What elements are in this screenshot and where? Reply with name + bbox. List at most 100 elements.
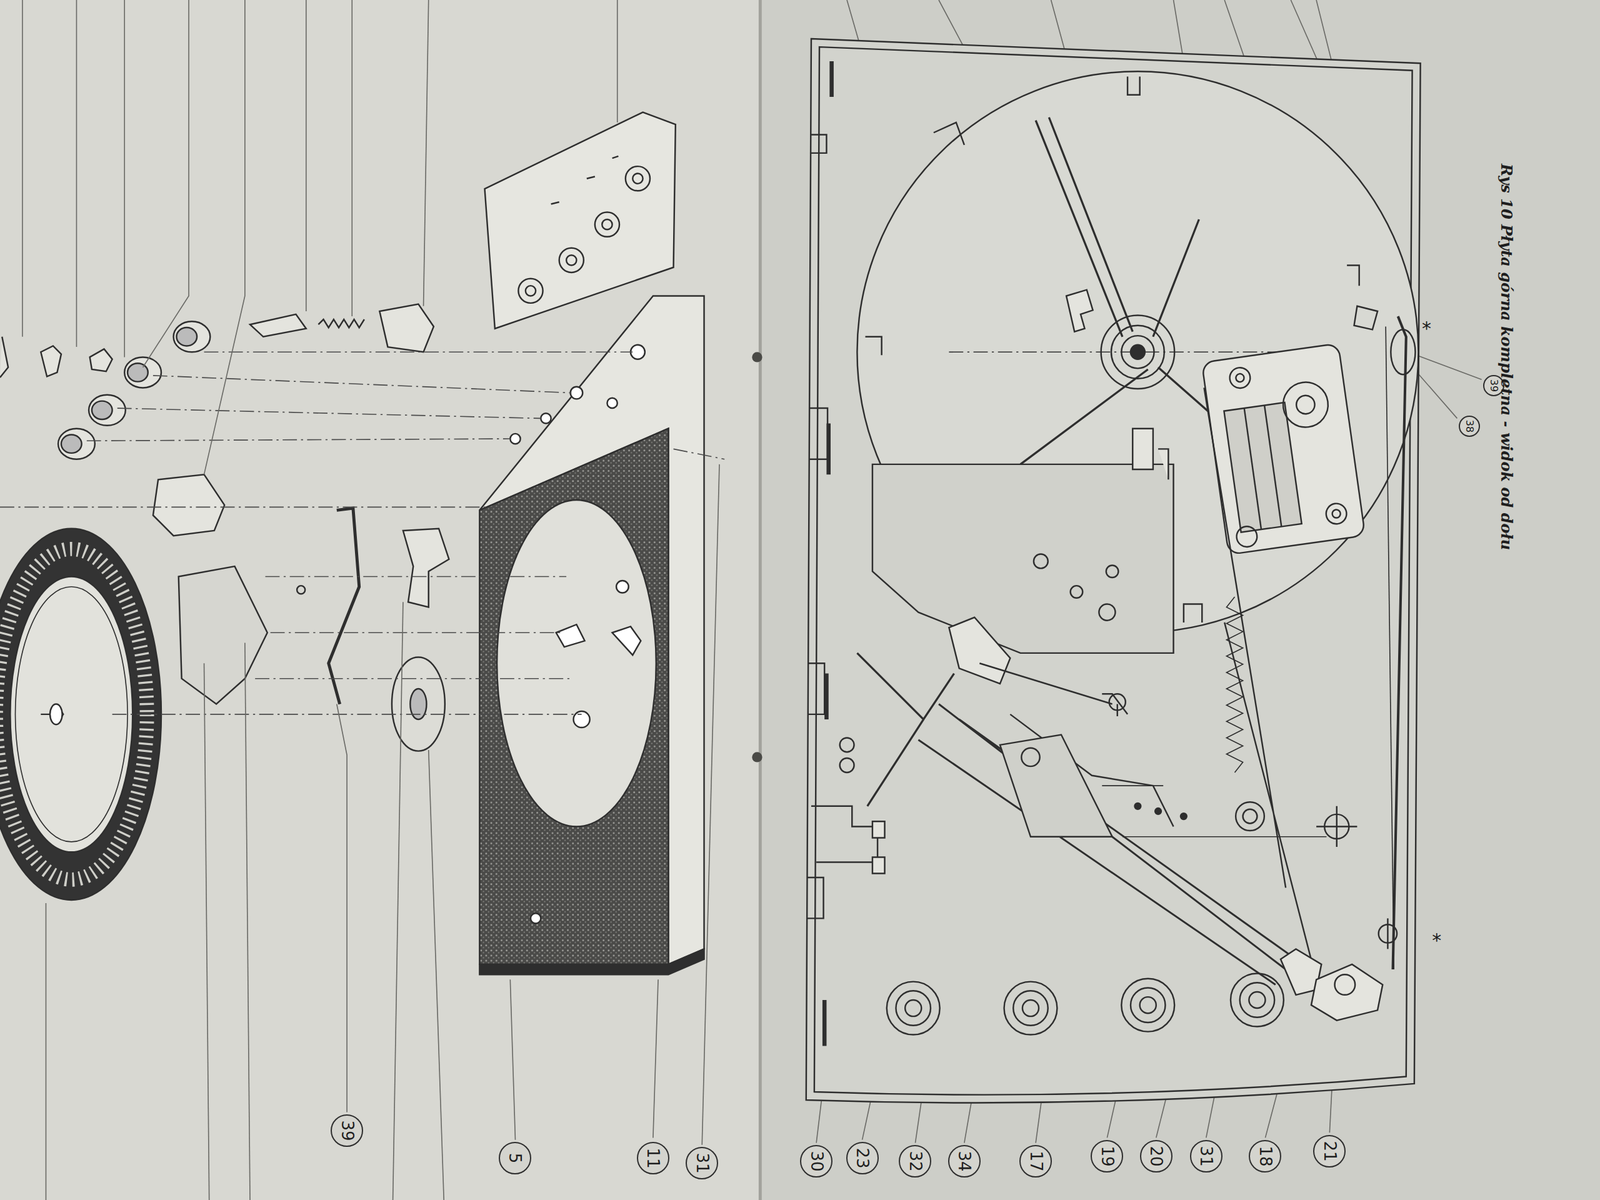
- exploded-parts-part: [58, 321, 210, 459]
- base-plate-drawing-part: [1021, 748, 1040, 767]
- center-lines-part: [255, 678, 572, 680]
- leader-lines-part: [305, 0, 307, 312]
- exploded-parts-part: [296, 585, 305, 594]
- paper-part: [751, 751, 762, 762]
- base-plate-drawing-part-part: [1228, 366, 1252, 390]
- asterisk-mark: *: [1431, 931, 1442, 950]
- callout-number: 19: [1098, 1145, 1115, 1167]
- callout-circle: 18: [1248, 1140, 1282, 1173]
- exploded-parts-part-part: [61, 435, 82, 454]
- center-lines-part: [204, 351, 634, 353]
- leader-lines-part: [204, 663, 210, 1200]
- exploded-parts-part: [178, 566, 268, 704]
- paper-part: [760, 0, 1600, 1200]
- base-plate-drawing-part: [1180, 813, 1187, 820]
- leader-lines: [22, 0, 1482, 1200]
- base-plate-drawing-part: [1390, 329, 1415, 375]
- chassis-drawing-part: [559, 248, 584, 273]
- chassis-drawing-part: [573, 711, 590, 728]
- chassis-drawing-part: [630, 345, 645, 360]
- leader-lines-part: [204, 0, 245, 475]
- base-plate-drawing-part: [1354, 306, 1379, 330]
- callout-number: 11: [645, 1148, 662, 1169]
- base-plate-drawing-part: [1070, 585, 1084, 599]
- exploded-parts-part: [318, 319, 364, 328]
- leader-lines-part: [143, 0, 189, 368]
- base-plate-drawing-part: [806, 38, 1421, 1103]
- base-plate-drawing-part-part: [1295, 394, 1316, 415]
- base-plate-drawing-part: [1155, 808, 1162, 815]
- leader-lines-part: [336, 704, 347, 1113]
- callout-number: 39: [338, 1120, 355, 1141]
- exploded-parts: [0, 304, 449, 752]
- base-plate-drawing-part: [1311, 964, 1383, 1021]
- base-plate-drawing-part: [840, 758, 855, 773]
- base-plate-drawing-part-part: [1264, 405, 1282, 527]
- callout-circle: 31: [685, 1146, 719, 1180]
- base-plate-drawing-part: [1101, 693, 1128, 717]
- exploded-parts-part: [379, 304, 434, 353]
- callout-number: 31: [693, 1153, 710, 1174]
- chassis-drawing-part: [479, 428, 669, 965]
- leader-lines-part: [245, 643, 250, 1200]
- asterisk-mark: *: [1421, 319, 1432, 339]
- leader-lines-part: [701, 464, 720, 1145]
- exploded-parts-part-part: [127, 363, 149, 382]
- leader-lines-part: [428, 750, 444, 1200]
- base-plate-drawing-part-part: [1121, 978, 1175, 1032]
- base-plate-drawing-part: [1106, 565, 1119, 578]
- base-plate-drawing-part-part: [1244, 408, 1262, 530]
- base-plate-drawing-part: [1098, 604, 1115, 621]
- base-plate-drawing-part: [811, 806, 878, 863]
- center-lines-part: [0, 506, 500, 509]
- callout-circle: 39: [330, 1114, 364, 1147]
- chassis-drawing-part: [595, 212, 620, 237]
- base-plate-drawing-part: [1130, 345, 1145, 360]
- base-plate-drawing-part: [872, 464, 1174, 654]
- base-plate-drawing-part: [1101, 785, 1327, 837]
- exploded-parts-part: [0, 336, 9, 378]
- base-plate-drawing-part-part: [1230, 973, 1284, 1027]
- base-plate-drawing-part: [1000, 735, 1113, 837]
- base-plate-drawing-part-part: [1140, 996, 1157, 1014]
- base-plate-drawing-part: [948, 617, 1010, 684]
- base-plate-drawing-part-part: [1235, 373, 1245, 383]
- base-plate-drawing-part: [1066, 290, 1093, 332]
- callout-circle: 34: [948, 1145, 981, 1178]
- exploded-parts-part-part: [124, 356, 162, 388]
- callout-number: 17: [1027, 1150, 1044, 1172]
- leader-lines-part: [123, 0, 125, 357]
- base-plate-drawing-part-part: [886, 981, 940, 1035]
- center-lines-part: [265, 576, 567, 578]
- callout-circle: 17: [1019, 1145, 1052, 1178]
- base-plate-drawing-part: [1335, 974, 1356, 995]
- exploded-parts-part: [40, 345, 62, 377]
- base-plate-drawing-part: [1135, 803, 1142, 810]
- base-plate-drawing-part: [1243, 809, 1258, 824]
- chassis-drawing-part: [551, 156, 619, 205]
- base-plate-drawing-part-part: [1325, 502, 1349, 526]
- chassis-drawing-part: [566, 255, 577, 265]
- leader-lines-part: [21, 0, 24, 337]
- chassis-drawing-part: [601, 219, 612, 230]
- center-lines-part: [117, 408, 542, 419]
- chassis-drawing-part: [518, 278, 543, 304]
- exploded-parts-part: [403, 528, 449, 608]
- leader-lines-part: [510, 979, 515, 1140]
- base-plate-drawing-part: [856, 653, 954, 807]
- chassis-drawing-part: [485, 112, 676, 329]
- base-plate-drawing-part: [1385, 326, 1394, 970]
- callout-number: 20: [1148, 1145, 1165, 1167]
- exploded-parts-part-part: [88, 395, 126, 426]
- exploded-parts-part: [250, 314, 307, 337]
- leader-lines-part: [423, 0, 429, 307]
- base-plate-drawing-part: [840, 737, 855, 752]
- callout-circle: 11: [636, 1141, 670, 1175]
- callout-number: 30: [808, 1150, 825, 1172]
- chassis-drawing-part: [556, 624, 585, 647]
- callout-number: 23: [854, 1148, 871, 1169]
- callout-number: 31: [1198, 1145, 1215, 1167]
- base-plate-drawing-part: [872, 821, 885, 874]
